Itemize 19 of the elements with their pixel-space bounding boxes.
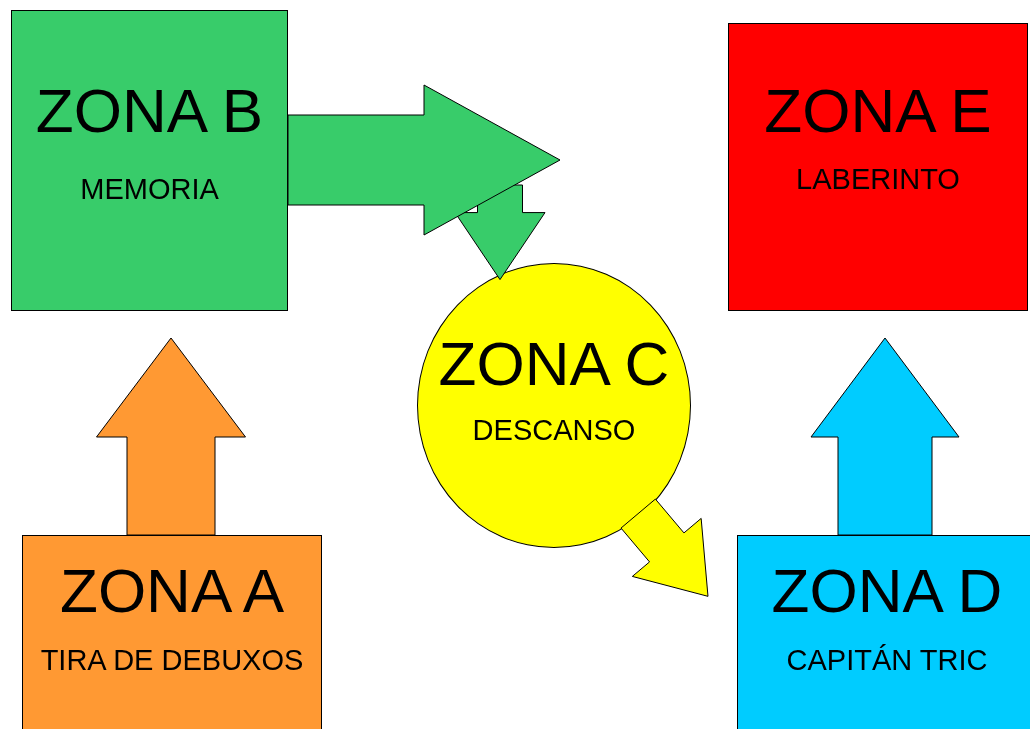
zone-title: ZONA B — [34, 80, 265, 142]
zone-box — [737, 535, 1030, 729]
zone-box — [728, 23, 1028, 311]
block-arrow — [287, 84, 561, 236]
zone-box — [22, 535, 322, 729]
zone-subtitle: TIRA DE DEBUXOS — [39, 645, 305, 675]
block-arrow — [454, 184, 546, 281]
block-arrow — [620, 498, 709, 597]
block-arrow — [96, 337, 246, 536]
zone-title: ZONA D — [770, 560, 1004, 622]
zone-title: ZONA E — [763, 80, 993, 142]
zone-title: ZONA A — [59, 560, 285, 622]
zone-subtitle: LABERINTO — [795, 164, 961, 194]
block-arrow — [810, 337, 960, 536]
zone-box — [11, 10, 288, 311]
zone-subtitle: CAPITÁN TRIC — [785, 645, 989, 675]
zone-subtitle: MEMORIA — [79, 174, 220, 204]
zone-title: ZONA C — [437, 333, 671, 395]
zone-subtitle: DESCANSO — [471, 415, 637, 445]
